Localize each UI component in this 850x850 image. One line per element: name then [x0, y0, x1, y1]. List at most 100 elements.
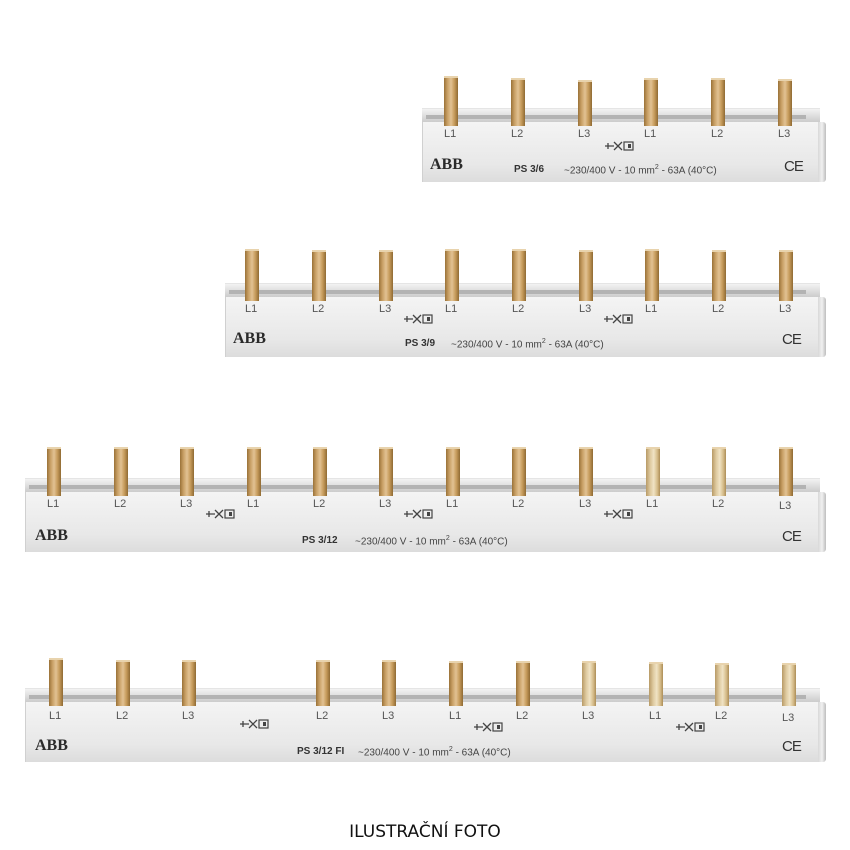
illustration-caption: ILUSTRAČNÍ FOTO	[349, 822, 501, 842]
busbar-pin	[444, 76, 458, 126]
busbar-pin	[247, 447, 261, 496]
phase-label: L2	[712, 498, 725, 510]
phase-label: L3	[379, 498, 392, 510]
phase-label: L3	[579, 303, 592, 315]
phase-label: L2	[711, 128, 724, 140]
busbar-pin	[778, 79, 792, 126]
phase-label: L2	[116, 710, 129, 722]
busbar-housing	[25, 492, 826, 552]
phase-label: L2	[516, 710, 529, 722]
busbar-pin	[711, 78, 725, 126]
phase-label: L2	[316, 710, 329, 722]
busbar-pin	[382, 660, 396, 706]
phase-label: L3	[579, 498, 592, 510]
busbar-housing	[225, 297, 826, 357]
no-cut-icon	[604, 314, 633, 324]
busbar-pin	[779, 447, 793, 496]
busbar-pin	[582, 661, 596, 706]
busbar-pin	[646, 447, 660, 496]
phase-label: L1	[47, 498, 60, 510]
busbar-ps-3-12: L1 L2 L3 L1 L2 L3 L1 L2 L3 L1 L2 L3 ABB …	[25, 447, 826, 552]
busbar-rail	[422, 108, 820, 123]
busbar-ps-3-9: L1 L2 L3 L1 L2 L3 L1 L2 L3 ABB PS 3/9 ~2…	[225, 249, 826, 357]
spec-label: ~230/400 V - 10 mm2 - 63A (40°C)	[355, 535, 508, 548]
phase-label: L3	[779, 303, 792, 315]
no-cut-icon	[404, 314, 433, 324]
phase-label: L3	[779, 500, 792, 512]
busbar-pin	[47, 447, 61, 496]
ce-mark: CE	[782, 331, 802, 348]
busbar-pin	[516, 661, 530, 706]
busbar-pin	[182, 660, 196, 706]
model-label: PS 3/6	[514, 164, 545, 175]
busbar-pin	[114, 447, 128, 496]
no-cut-icon	[404, 509, 433, 519]
ce-mark: CE	[782, 738, 802, 755]
busbar-ps-3-6: L1 L2 L3 L1 L2 L3 ABB PS 3/6 ~230/400 V …	[422, 76, 826, 182]
phase-label: L3	[778, 128, 791, 140]
busbar-pin	[379, 447, 393, 496]
phase-label: L1	[645, 303, 658, 315]
phase-label: L3	[582, 710, 595, 722]
phase-label: L2	[313, 498, 326, 510]
busbar-pin	[49, 658, 63, 706]
no-cut-icon	[605, 141, 634, 151]
no-cut-icon	[604, 509, 633, 519]
busbar-ps-3-12-fi: L1 L2 L3 L2 L3 L1 L2 L3 L1 L2 L3 ABB PS …	[25, 658, 826, 762]
phase-label: L1	[649, 710, 662, 722]
busbar-pin	[578, 80, 592, 126]
phase-label: L2	[715, 710, 728, 722]
busbar-pin	[579, 447, 593, 496]
busbar-rail	[25, 688, 820, 703]
busbar-pin	[512, 447, 526, 496]
phase-label: L2	[511, 128, 524, 140]
phase-label: L1	[445, 303, 458, 315]
phase-label: L1	[446, 498, 459, 510]
no-cut-icon	[206, 509, 235, 519]
busbar-pin	[245, 249, 259, 301]
phase-label: L1	[444, 128, 457, 140]
ce-mark: CE	[782, 528, 802, 545]
busbar-pin	[645, 249, 659, 301]
busbar-pin	[782, 663, 796, 706]
ce-mark: CE	[784, 158, 804, 175]
busbar-pin	[445, 249, 459, 301]
busbar-pin	[579, 250, 593, 301]
abb-logo: ABB	[35, 527, 68, 544]
phase-label: L2	[114, 498, 127, 510]
busbar-pin	[449, 661, 463, 706]
busbar-pin	[779, 250, 793, 301]
busbar-pin	[512, 249, 526, 301]
model-label: PS 3/9	[405, 338, 436, 349]
phase-label: L1	[247, 498, 260, 510]
busbar-pin	[180, 447, 194, 496]
model-label: PS 3/12 FI	[297, 746, 345, 757]
spec-label: ~230/400 V - 10 mm2 - 63A (40°C)	[358, 746, 511, 759]
abb-logo: ABB	[430, 156, 463, 173]
phase-label: L3	[379, 303, 392, 315]
abb-logo: ABB	[35, 737, 68, 754]
spec-label: ~230/400 V - 10 mm2 - 63A (40°C)	[451, 338, 604, 351]
phase-label: L2	[712, 303, 725, 315]
busbar-pin	[116, 660, 130, 706]
phase-label: L1	[449, 710, 462, 722]
busbar-pin	[511, 78, 525, 126]
phase-label: L1	[245, 303, 258, 315]
spec-label: ~230/400 V - 10 mm2 - 63A (40°C)	[564, 164, 717, 177]
phase-label: L2	[312, 303, 325, 315]
model-label: PS 3/12	[302, 535, 338, 546]
busbar-pin	[649, 662, 663, 706]
phase-label: L3	[782, 712, 795, 724]
phase-label: L1	[646, 498, 659, 510]
busbar-pin	[313, 447, 327, 496]
phase-label: L3	[382, 710, 395, 722]
phase-label: L3	[578, 128, 591, 140]
phase-label: L3	[180, 498, 193, 510]
no-cut-icon	[676, 722, 705, 732]
no-cut-icon	[474, 722, 503, 732]
busbar-pin	[712, 447, 726, 496]
busbar-pin	[644, 78, 658, 126]
busbar-pin	[715, 663, 729, 706]
abb-logo: ABB	[233, 330, 266, 347]
phase-label: L1	[644, 128, 657, 140]
